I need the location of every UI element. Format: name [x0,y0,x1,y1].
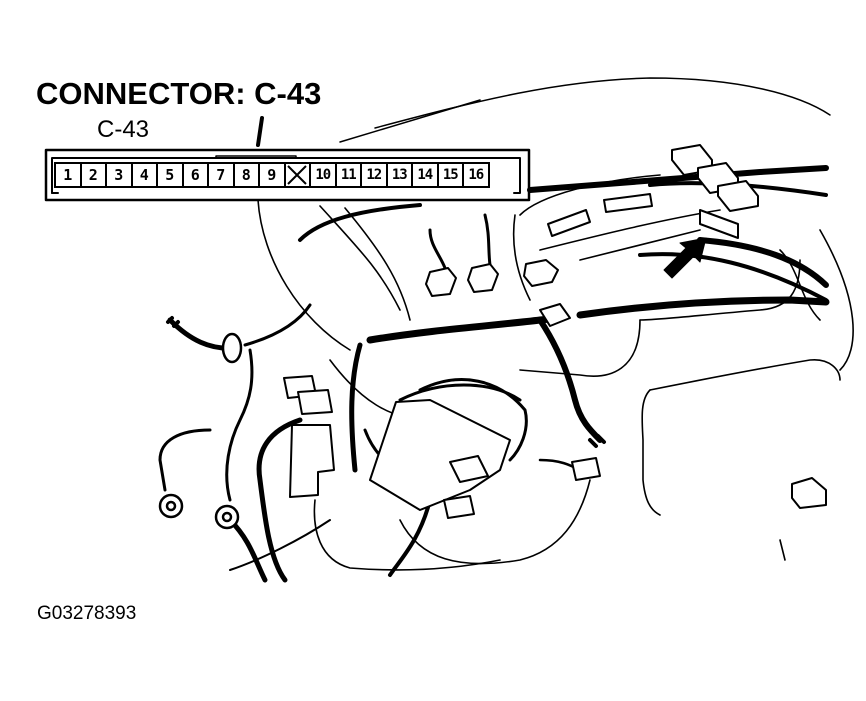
connector-pin: 3 [105,162,133,188]
wire-cut-ends [166,316,606,448]
pin-number: 7 [216,166,226,184]
leader-line [256,116,264,147]
connector-pin-empty [283,162,311,188]
pin-number: 13 [391,167,408,183]
connector-pin: 11 [334,162,362,188]
pin-number: 6 [190,166,200,184]
pin-number: 9 [267,166,277,184]
leader-line [374,77,831,129]
connector-pin: 6 [181,162,209,188]
connector-pin: 10 [309,162,337,188]
figure-id: G03278393 [37,603,137,624]
diagram-title: CONNECTOR: C-43 [36,76,322,111]
pin-number: 1 [63,166,73,184]
pin-number: 4 [139,166,149,184]
pin-number: 12 [366,167,382,183]
connector-pin: 14 [411,162,439,188]
connector-pin: 15 [436,162,464,188]
connector-pin: 7 [207,162,235,188]
pin-number: 11 [340,167,357,183]
pin-number: 3 [114,166,124,184]
connector-label: C-43 [97,116,150,143]
connector-pin: 2 [79,162,107,188]
pointer-arrow [663,237,707,279]
connector-pin: 5 [156,162,184,188]
grommet [221,332,243,364]
pin-number: 15 [442,167,459,183]
harness-connectors [283,144,827,519]
pin-number: 8 [241,166,251,184]
connector-pin: 8 [232,162,260,188]
pin-number: 14 [417,167,433,183]
pin-number: 10 [315,167,331,183]
connector-pin: 12 [360,162,388,188]
connector-pin: 16 [462,162,490,188]
ring-terminals [158,493,240,530]
pin-number: 2 [88,166,98,184]
pin-number: 5 [165,166,175,184]
connector-pin: 13 [385,162,413,188]
empty-cavity-x-icon [287,165,307,185]
pin-number: 16 [468,167,484,183]
connector-pin: 1 [54,162,82,188]
connector-pin: 9 [258,162,286,188]
connector-pin: 4 [130,162,158,188]
